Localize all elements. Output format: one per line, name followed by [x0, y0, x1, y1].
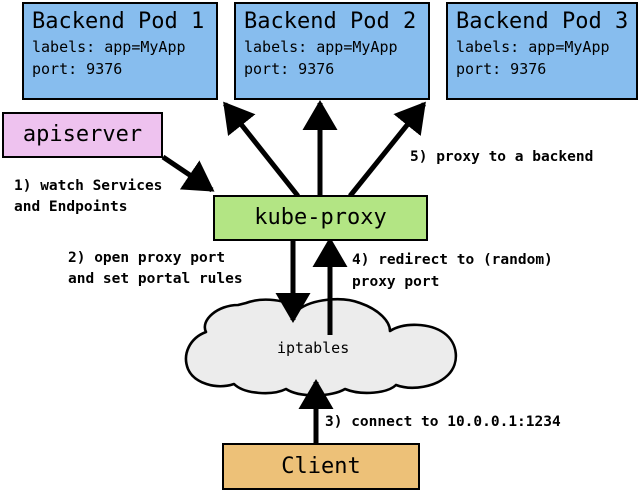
- backend-pod-3-box[interactable]: Backend Pod 3 labels: app=MyApp port: 93…: [446, 2, 638, 100]
- backend-pod-2-port: port: 9376: [244, 60, 335, 78]
- backend-pod-2-title: Backend Pod 2: [244, 9, 417, 34]
- step-1-label-line1: 1) watch Services: [14, 178, 163, 194]
- step-1-label-line2: and Endpoints: [14, 199, 128, 215]
- backend-pod-1-labels: labels: app=MyApp: [32, 38, 186, 56]
- step-3-label: 3) connect to 10.0.0.1:1234: [325, 414, 561, 430]
- apiserver-label: apiserver: [22, 122, 143, 147]
- kube-proxy-label: kube-proxy: [254, 205, 387, 230]
- backend-pod-2-labels: labels: app=MyApp: [244, 38, 398, 56]
- step-4-label-line2: proxy port: [352, 274, 440, 290]
- kube-proxy-box[interactable]: kube-proxy: [213, 195, 428, 241]
- backend-pod-3-labels: labels: app=MyApp: [456, 38, 610, 56]
- backend-pod-3-title: Backend Pod 3: [456, 9, 629, 34]
- backend-pod-1-title: Backend Pod 1: [32, 9, 205, 34]
- iptables-cloud-icon: [184, 297, 458, 397]
- arrow-apiserver-to-kubeproxy: [161, 154, 215, 193]
- apiserver-box[interactable]: apiserver: [2, 112, 163, 158]
- iptables-label: iptables: [277, 339, 350, 357]
- step-2-label-line2: and set portal rules: [68, 271, 243, 287]
- backend-pod-1-box[interactable]: Backend Pod 1 labels: app=MyApp port: 93…: [22, 2, 218, 100]
- client-label: Client: [281, 453, 361, 479]
- backend-pod-2-box[interactable]: Backend Pod 2 labels: app=MyApp port: 93…: [234, 2, 430, 100]
- step-4-label-line1: 4) redirect to (random): [352, 252, 553, 268]
- arrow-kubeproxy-to-pod3: [348, 101, 426, 198]
- backend-pod-1-port: port: 9376: [32, 60, 123, 78]
- arrow-kubeproxy-to-pod1: [223, 101, 300, 198]
- step-2-label-line1: 2) open proxy port: [68, 250, 226, 266]
- backend-pod-3-port: port: 9376: [456, 60, 547, 78]
- client-box[interactable]: Client: [222, 443, 420, 490]
- step-5-label: 5) proxy to a backend: [410, 149, 594, 165]
